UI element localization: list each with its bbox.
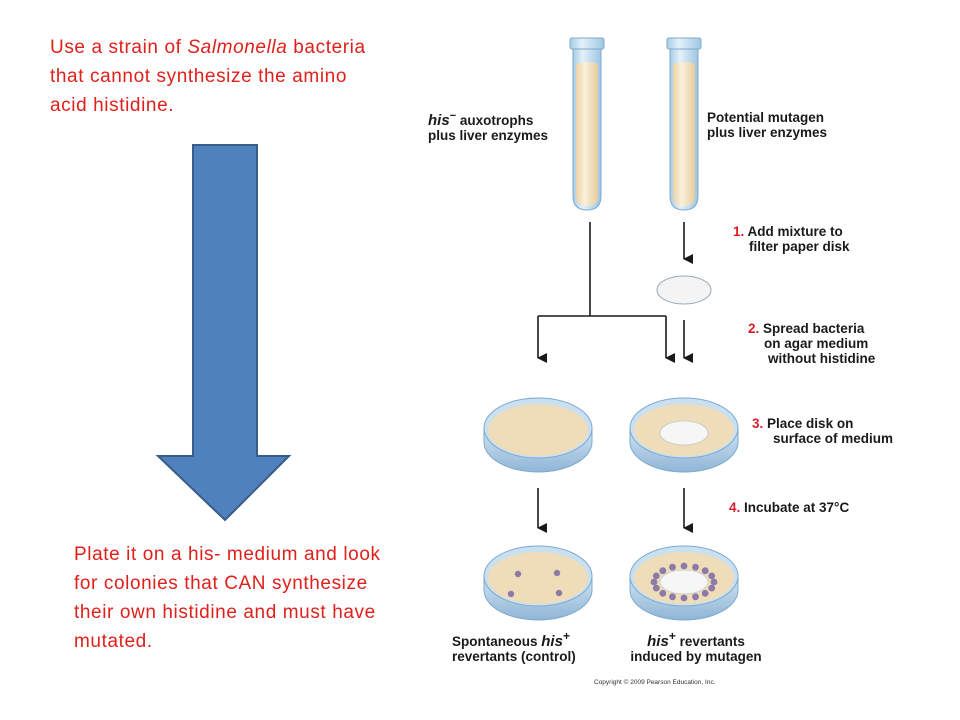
petri-dish-mutagen [629, 397, 739, 473]
left-tube-label: his− auxotrophs plus liver enzymes [428, 110, 549, 143]
salmonella-italic: Salmonella [187, 37, 288, 58]
colony [650, 578, 658, 586]
colony [701, 567, 709, 575]
petri-dish-control [483, 397, 593, 473]
right-tube-label: Potential mutagen plus liver enzymes [707, 110, 828, 140]
colony [680, 594, 688, 602]
intro-line-1: Use a strain of Salmonella bacteria [50, 37, 366, 58]
colony [701, 589, 709, 597]
colony [692, 593, 699, 601]
conclusion-text: Plate it on a his- medium and look for c… [74, 540, 424, 656]
colony [652, 584, 660, 592]
colony [659, 567, 667, 575]
control-result-label: Spontaneous his+ revertants (control) [452, 629, 576, 664]
petri-dish-mutagen-result [629, 545, 739, 621]
colony [652, 572, 660, 580]
left-test-tube [569, 37, 605, 211]
colony-ring [650, 562, 718, 602]
colony [710, 578, 718, 586]
colony [708, 584, 716, 592]
colony [659, 589, 667, 597]
mutagen-result-label: his+ revertants induced by mutagen [630, 629, 762, 664]
copyright-notice: Copyright © 2009 Pearson Education, Inc. [594, 679, 716, 686]
step-1: 1. Add mixture to filter paper disk [733, 224, 850, 254]
intro-text: Use a strain of Salmonella bacteria that… [50, 33, 410, 120]
conclusion-line-3: their own histidine and must have [74, 602, 376, 623]
big-down-arrow [155, 144, 292, 522]
right-test-tube [666, 37, 702, 211]
colony [708, 572, 716, 580]
filter-paper-disk [656, 275, 712, 305]
step-3: 3. Place disk on surface of medium [752, 416, 894, 446]
step-4: 4. Incubate at 37°C [729, 500, 850, 515]
conclusion-line-1: Plate it on a his- medium and look [74, 544, 381, 565]
colony [692, 563, 699, 571]
petri-dish-control-result [483, 545, 593, 621]
conclusion-line-2: for colonies that CAN synthesize [74, 573, 368, 594]
intro-line-2: that cannot synthesize the amino [50, 66, 347, 87]
colony [669, 593, 676, 601]
conclusion-line-4: mutated. [74, 631, 153, 652]
step-2: 2. Spread bacteria on agar medium withou… [748, 321, 876, 366]
colony [669, 563, 676, 571]
flow-connectors [537, 222, 693, 533]
intro-line-3: acid histidine. [50, 95, 175, 116]
colony [680, 562, 688, 570]
